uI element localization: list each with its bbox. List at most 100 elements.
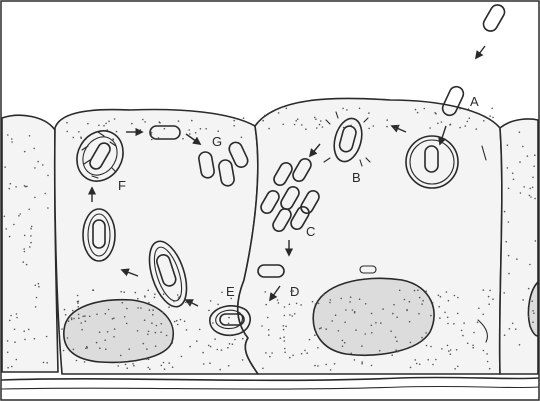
stipple-dot: [163, 362, 165, 364]
stipple-dot: [457, 297, 459, 299]
stipple-dot: [80, 322, 82, 324]
stipple-dot: [5, 228, 7, 230]
stipple-dot: [305, 128, 307, 130]
stipple-dot: [508, 255, 510, 257]
stipple-dot: [440, 296, 442, 298]
stipple-dot: [334, 363, 336, 365]
stipple-dot: [35, 306, 37, 308]
stipple-dot: [105, 313, 107, 315]
stipple-dot: [30, 242, 32, 244]
stipple-dot: [163, 293, 165, 295]
stipple-dot: [453, 323, 455, 325]
stipple-dot: [483, 120, 485, 122]
stipple-dot: [504, 211, 506, 213]
stipple-dot: [93, 289, 95, 291]
stipple-dot: [221, 292, 223, 294]
stipple-dot: [173, 301, 175, 303]
stipple-dot: [210, 300, 212, 302]
stipple-dot: [282, 124, 284, 126]
stipple-dot: [446, 291, 448, 293]
stipple-dot: [78, 314, 80, 316]
stipple-dot: [418, 313, 420, 315]
stipple-dot: [461, 330, 463, 332]
stipple-dot: [107, 331, 109, 333]
stipple-dot: [15, 186, 17, 188]
stipple-dot: [350, 296, 352, 298]
stipple-dot: [262, 368, 264, 370]
stipple-dot: [512, 173, 514, 175]
stipple-dot: [28, 329, 30, 331]
stipple-dot: [508, 221, 510, 223]
stipple-dot: [147, 367, 149, 369]
stipple-dot: [361, 345, 363, 347]
stipple-dot: [319, 124, 321, 126]
stipple-dot: [113, 317, 115, 319]
stipple-dot: [352, 309, 354, 311]
stipple-dot: [335, 314, 337, 316]
stipple-dot: [354, 311, 356, 313]
stipple-dot: [73, 318, 75, 320]
stipple-dot: [520, 192, 522, 194]
stipple-dot: [96, 314, 98, 316]
stipple-dot: [473, 332, 475, 334]
stipple-dot: [450, 349, 452, 351]
stipple-dot: [176, 320, 178, 322]
stipple-dot: [47, 207, 49, 209]
stipple-dot: [489, 368, 491, 370]
left-nucleus: [64, 300, 173, 363]
stipple-dot: [417, 112, 419, 114]
stipple-dot: [361, 361, 363, 363]
stipple-dot: [23, 330, 25, 332]
stipple-dot: [164, 368, 166, 370]
stipple-dot: [232, 343, 234, 345]
stipple-dot: [340, 298, 342, 300]
stipple-dot: [361, 363, 363, 365]
stipple-dot: [154, 293, 156, 295]
stipple-dot: [78, 317, 80, 319]
stipple-dot: [189, 346, 191, 348]
stipple-dot: [300, 304, 302, 306]
stipple-dot: [137, 307, 139, 309]
stipple-dot: [18, 215, 20, 217]
stipple-dot: [447, 323, 449, 325]
stipple-dot: [61, 328, 63, 330]
label-e: E: [226, 284, 235, 299]
stipple-dot: [505, 241, 507, 243]
stipple-dot: [16, 313, 18, 315]
stipple-dot: [38, 283, 40, 285]
stipple-dot: [177, 324, 179, 326]
stipple-dot: [379, 350, 381, 352]
stipple-dot: [529, 188, 531, 190]
stipple-dot: [422, 300, 424, 302]
stipple-dot: [268, 128, 270, 130]
stipple-dot: [294, 124, 296, 126]
stipple-dot: [77, 295, 79, 297]
stipple-dot: [35, 285, 37, 287]
stipple-dot: [178, 120, 180, 122]
stipple-dot: [469, 117, 471, 119]
stipple-dot: [16, 317, 18, 319]
stipple-dot: [13, 224, 15, 226]
stipple-dot: [426, 345, 428, 347]
stipple-dot: [161, 323, 163, 325]
stipple-dot: [438, 306, 440, 308]
stipple-dot: [421, 337, 423, 339]
stipple-dot: [229, 343, 231, 345]
stipple-dot: [120, 291, 122, 293]
stipple-dot: [105, 348, 107, 350]
stipple-dot: [128, 348, 130, 350]
stipple-dot: [174, 321, 176, 323]
stipple-dot: [456, 349, 458, 351]
stipple-dot: [4, 166, 6, 168]
stipple-dot: [147, 334, 149, 336]
stipple-dot: [284, 352, 286, 354]
stipple-dot: [76, 360, 78, 362]
stipple-dot: [196, 340, 198, 342]
stipple-dot: [186, 329, 188, 331]
left-partial-cell: [2, 115, 58, 372]
stipple-dot: [164, 128, 166, 130]
stipple-dot: [515, 328, 517, 330]
stipple-dot: [424, 108, 426, 110]
stipple-dot: [489, 290, 491, 292]
stipple-dot: [289, 314, 291, 316]
